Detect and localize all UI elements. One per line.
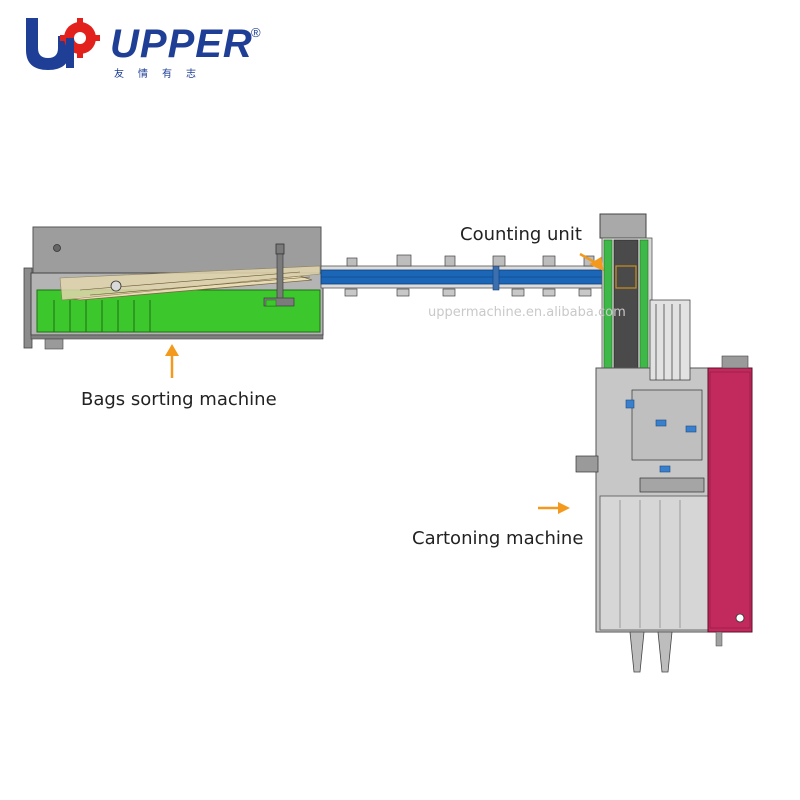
bags-sorting-arrow-icon bbox=[165, 344, 179, 378]
cartoning-machine-drawing bbox=[575, 299, 753, 673]
cartoning-machine-label: Cartoning machine bbox=[412, 528, 584, 549]
cartoning-arrow-icon bbox=[538, 502, 570, 514]
logo-subtitle: 友情有志 bbox=[114, 69, 210, 80]
bags-sorting-machine-drawing bbox=[23, 226, 324, 350]
watermark-text: uppermachine.en.alibaba.com bbox=[428, 305, 626, 320]
logo-brand-text: UPPER bbox=[110, 22, 253, 66]
counting-unit-arrow-icon bbox=[579, 252, 604, 272]
logo-registered-mark: ® bbox=[251, 25, 261, 40]
upper-logo: UPPER ® 友情有志 bbox=[22, 14, 261, 80]
counting-unit-label: Counting unit bbox=[460, 224, 582, 245]
logo-mark-icon bbox=[26, 18, 100, 70]
conveyor-drawing bbox=[320, 254, 620, 297]
bags-sorting-machine-label: Bags sorting machine bbox=[81, 389, 277, 410]
